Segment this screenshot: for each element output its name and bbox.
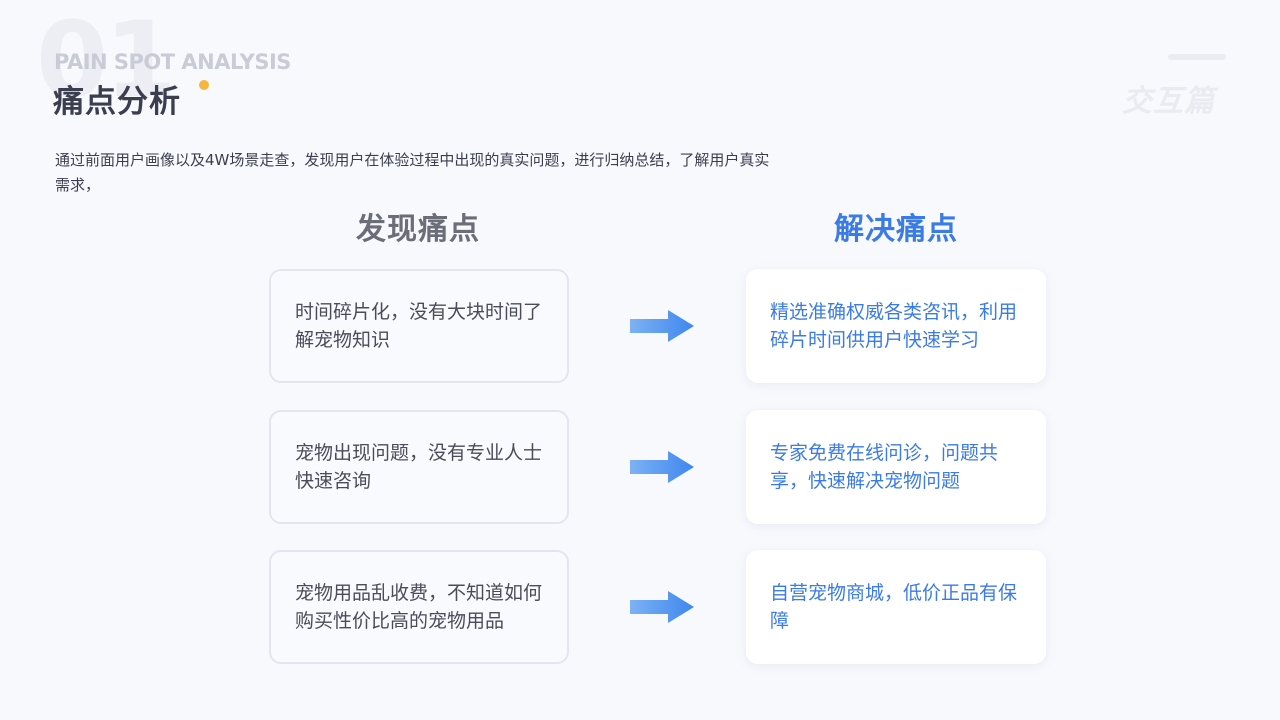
problems-heading: 发现痛点 [356, 212, 480, 247]
intro-text: 通过前面用户画像以及4W场景走查，发现用户在体验过程中出现的真实问题，进行归纳总… [55, 151, 770, 194]
page-title: 痛点分析 [53, 84, 181, 120]
problem-card: 宠物用品乱收费，不知道如何购买性价比高的宠物用品 [269, 550, 569, 664]
section-subtitle: PAIN SPOT ANALYSIS [54, 50, 291, 74]
title-dot-decoration [199, 80, 209, 90]
solution-text: 精选准确权威各类咨讯，利用碎片时间供用户快速学习 [770, 301, 1018, 351]
solution-card: 专家免费在线问诊，问题共享，快速解决宠物问题 [746, 410, 1046, 524]
solution-card: 自营宠物商城，低价正品有保障 [746, 550, 1046, 664]
solution-text: 专家免费在线问诊，问题共享，快速解决宠物问题 [770, 442, 999, 492]
solution-card: 精选准确权威各类咨讯，利用碎片时间供用户快速学习 [746, 269, 1046, 383]
problem-card: 宠物出现问题，没有专业人士快速咨询 [269, 410, 569, 524]
solutions-heading: 解决痛点 [834, 212, 958, 247]
corner-line-decoration [1168, 54, 1226, 60]
arrow-right-icon [630, 310, 694, 342]
arrow-right-icon [630, 451, 694, 483]
problem-card: 时间碎片化，没有大块时间了解宠物知识 [269, 269, 569, 383]
problem-text: 时间碎片化，没有大块时间了解宠物知识 [295, 301, 543, 351]
arrow-right-icon [630, 591, 694, 623]
section-number: 01 [36, 0, 177, 121]
problem-text: 宠物用品乱收费，不知道如何购买性价比高的宠物用品 [295, 582, 543, 632]
corner-label: 交互篇 [1122, 84, 1215, 119]
solution-text: 自营宠物商城，低价正品有保障 [770, 582, 1018, 632]
problem-text: 宠物出现问题，没有专业人士快速咨询 [295, 442, 543, 492]
